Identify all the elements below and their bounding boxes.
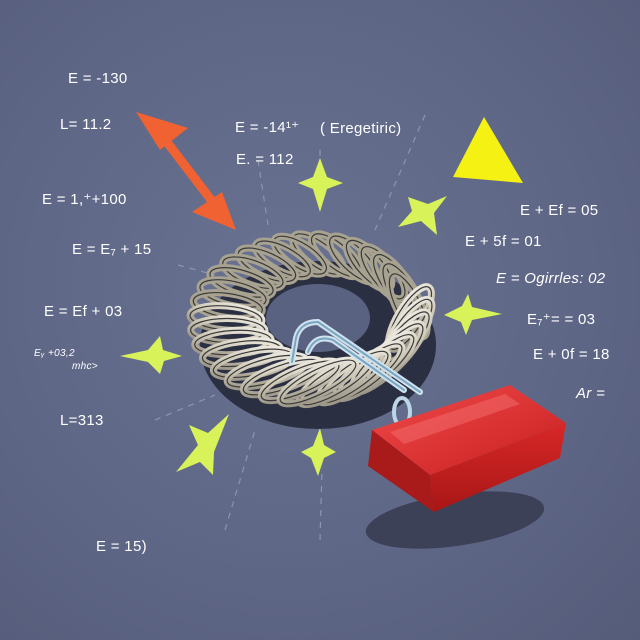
magnet-shadow — [365, 491, 545, 549]
formula-label: E = 1,⁺+100 — [42, 191, 127, 208]
formula-label: E = 15) — [96, 538, 147, 555]
sparkle-icon — [444, 294, 502, 335]
formula-label: E = Ef + 03 — [44, 303, 123, 320]
sparkle-icon — [301, 428, 336, 476]
formula-label: E = Ogirrles: 02 — [496, 270, 606, 287]
formula-label: E = E₇ + 15 — [72, 241, 152, 258]
formula-label: E + 0f = 18 — [533, 346, 610, 363]
formula-label: E. = 112 — [236, 151, 294, 168]
formula-label: Ar = — [576, 385, 606, 402]
clip-icon — [289, 318, 423, 428]
sparkle-icon — [120, 336, 182, 374]
formula-label: E + Ef = 05 — [520, 202, 599, 219]
magnet-icon — [368, 385, 566, 512]
sparkle-icon — [398, 196, 447, 235]
formula-label: E + 5f = 01 — [465, 233, 542, 250]
triangle-icon — [453, 117, 523, 183]
formula-label: E₇⁺= = 03 — [527, 311, 596, 328]
formula-label: L= 11.2 — [60, 116, 112, 133]
coil-icon — [186, 230, 436, 409]
formula-label: L=313 — [60, 412, 104, 429]
formula-label: E = -130 — [68, 70, 128, 87]
formula-label: Eᵧ +03,2 — [34, 348, 75, 359]
coil-loop-outline — [279, 359, 357, 405]
double-arrow-icon — [136, 112, 236, 230]
coil-inner-hole — [266, 284, 370, 352]
formula-label: mhc> — [72, 361, 98, 372]
formula-label: ( Eregetiric) — [320, 120, 402, 137]
sparkle-icon — [176, 414, 229, 475]
formula-label: E = -14¹⁺ — [235, 119, 300, 136]
sparkle-icons — [120, 158, 502, 476]
sparkle-icon — [298, 158, 343, 212]
